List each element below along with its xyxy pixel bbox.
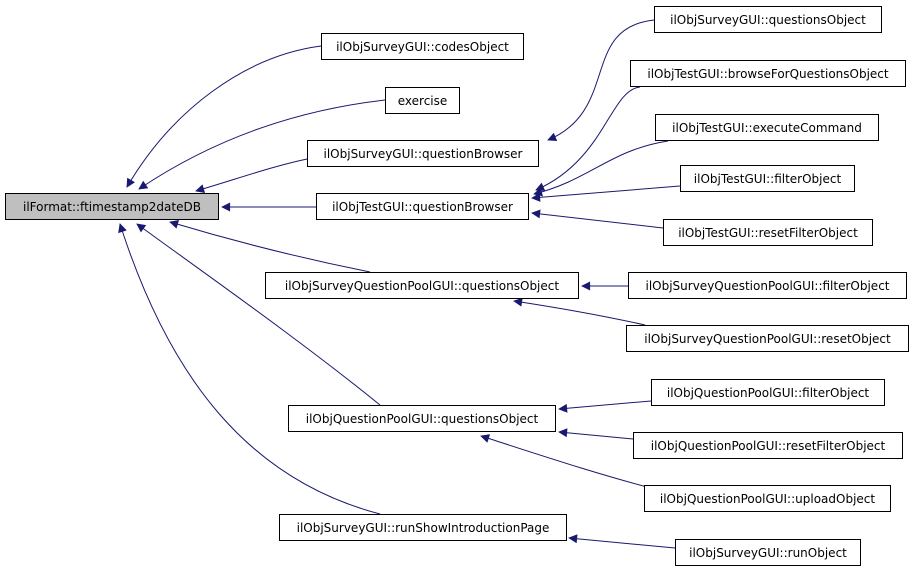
- edge-qp_uploadObject-to-qp_questionsObject: [480, 434, 656, 490]
- edge-survey_questionsObject-to-survey_questionBrowser: [547, 19, 655, 142]
- node-ilobjsurveygui-questionsobject[interactable]: ilObjSurveyGUI::questionsObject: [654, 6, 882, 33]
- edge-qp_filterObject-to-qp_questionsObject: [558, 400, 652, 413]
- edge-sqp_questionsObject-to-ftimestamp2dateDB: [169, 220, 371, 273]
- edge-survey_codesObject-to-ftimestamp2dateDB: [126, 45, 322, 188]
- node-ilobjtestgui-filterobject[interactable]: ilObjTestGUI::filterObject: [680, 165, 855, 192]
- node-ilobjquestionpoolgui-uploadobject[interactable]: ilObjQuestionPoolGUI::uploadObject: [644, 485, 891, 512]
- edge-test_executeCommand-to-test_questionBrowser: [533, 140, 669, 197]
- node-ilobjquestionpoolgui-filterobject[interactable]: ilObjQuestionPoolGUI::filterObject: [651, 379, 885, 406]
- node-ilobjsurveyquestionpoolgui-resetobject[interactable]: ilObjSurveyQuestionPoolGUI::resetObject: [626, 325, 909, 352]
- node-ilobjsurveyquestionpoolgui-questionsobject[interactable]: ilObjSurveyQuestionPoolGUI::questionsObj…: [265, 272, 579, 299]
- node-exercise[interactable]: exercise: [385, 87, 460, 114]
- node-ilobjtestgui-resetfilterobject[interactable]: ilObjTestGUI::resetFilterObject: [663, 219, 873, 246]
- node-ilobjtestgui-questionbrowser[interactable]: ilObjTestGUI::questionBrowser: [316, 193, 529, 220]
- node-ilobjtestgui-executecommand[interactable]: ilObjTestGUI::executeCommand: [655, 114, 879, 141]
- node-ilobjquestionpoolgui-resetfilterobject[interactable]: ilObjQuestionPoolGUI::resetFilterObject: [633, 432, 903, 459]
- edge-survey_runObject-to-survey_runShowIntroductionPage: [568, 534, 676, 549]
- edge-qp_questionsObject-to-ftimestamp2dateDB: [136, 223, 381, 406]
- edge-qp_resetFilterObject-to-qp_questionsObject: [558, 428, 634, 440]
- edge-exercise-to-ftimestamp2dateDB: [138, 99, 386, 190]
- edge-test_filterObject-to-test_questionBrowser: [531, 185, 681, 202]
- node-ilobjquestionpoolgui-questionsobject[interactable]: ilObjQuestionPoolGUI::questionsObject: [288, 405, 556, 432]
- edge-test_browseForQuestionsObject-to-test_questionBrowser: [535, 86, 641, 191]
- node-ilobjsurveyquestionpoolgui-filterobject[interactable]: ilObjSurveyQuestionPoolGUI::filterObject: [628, 272, 907, 299]
- edge-sqp_resetObject-to-sqp_questionsObject: [513, 297, 646, 326]
- edge-test_resetFilterObject-to-test_questionBrowser: [531, 209, 664, 229]
- node-ilobjsurveygui-questionbrowser[interactable]: ilObjSurveyGUI::questionBrowser: [307, 140, 539, 167]
- edge-survey_questionBrowser-to-ftimestamp2dateDB: [195, 158, 308, 194]
- node-ilobjsurveygui-codesobject[interactable]: ilObjSurveyGUI::codesObject: [321, 33, 524, 60]
- node-ilformat-ftimestamp2datedb[interactable]: ilFormat::ftimestamp2dateDB: [5, 193, 219, 220]
- node-ilobjsurveygui-runobject[interactable]: ilObjSurveyGUI::runObject: [675, 539, 861, 566]
- node-ilobjtestgui-browseforquestionsobject[interactable]: ilObjTestGUI::browseForQuestionsObject: [630, 60, 906, 87]
- edge-survey_runShowIntroductionPage-to-ftimestamp2dateDB: [118, 223, 381, 515]
- node-ilobjsurveygui-runshowintroductionpage[interactable]: ilObjSurveyGUI::runShowIntroductionPage: [279, 514, 567, 541]
